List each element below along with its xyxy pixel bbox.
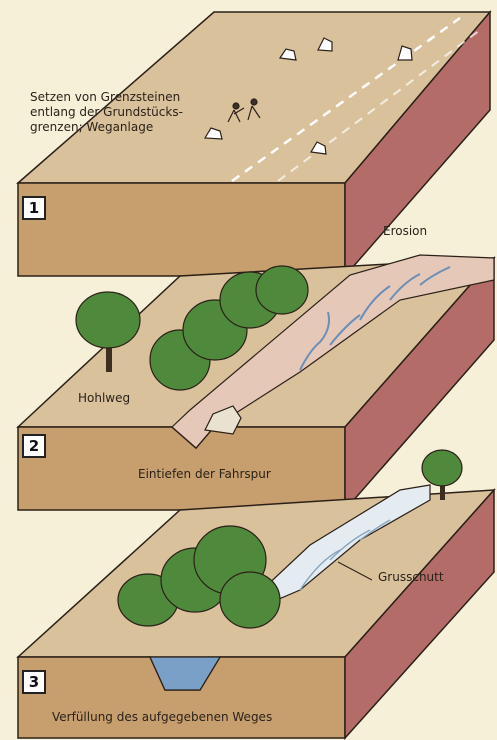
panel-3-number: 3: [22, 670, 46, 694]
panel-3-caption: Verfüllung des aufgegebenen Weges: [52, 710, 272, 725]
panel-1-caption: Setzen von Grenzsteinen entlang der Grun…: [30, 90, 190, 135]
debris-label: Grusschutt: [378, 570, 444, 585]
block-1-front: [18, 183, 345, 276]
panel-1-number: 1: [22, 196, 46, 220]
panel-2-number: 2: [22, 434, 46, 458]
panel-2-caption: Eintiefen der Fahrspur: [138, 467, 271, 482]
erosion-label: Erosion: [383, 224, 427, 239]
hollow-way-label: Hohlweg: [78, 391, 130, 406]
